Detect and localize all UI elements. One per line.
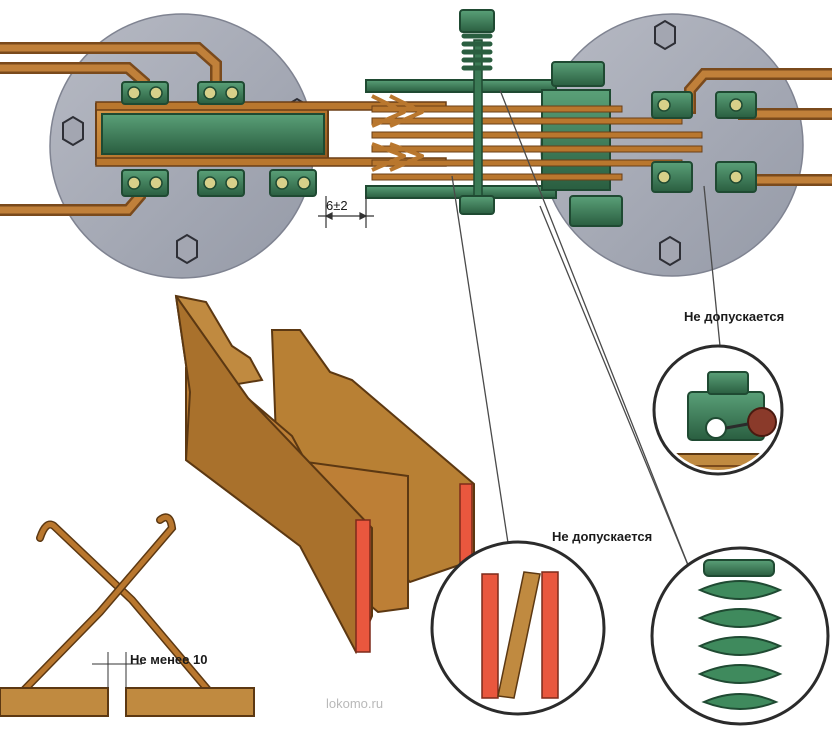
central-bridge-frame	[365, 79, 703, 199]
detail-plates-not-allowed	[430, 540, 606, 716]
detail-clamp-not-allowed	[652, 344, 784, 476]
contact-fingers	[371, 94, 424, 172]
left-clamps	[121, 81, 317, 197]
detail-spring-not-allowed	[650, 546, 830, 726]
hex-bolt-head	[659, 235, 681, 267]
spring-stud	[459, 9, 495, 215]
hex-bolt-head	[62, 115, 84, 147]
not-allowed-clamp-label: Не допускается	[684, 309, 785, 324]
min-distance-label: Не менее 10	[130, 652, 208, 667]
right-contact-holder	[551, 61, 757, 227]
not-allowed-plates-label: Не допускается	[552, 529, 653, 544]
gap-dimension-label: 6±2	[326, 198, 348, 213]
hex-bolt-head	[654, 19, 676, 51]
contact-plates-3d-view	[174, 294, 475, 655]
finger-contact-detail	[0, 513, 255, 717]
hex-bolt-head	[176, 233, 198, 265]
callout-leader-lines	[451, 89, 721, 571]
watermark: lokomo.ru	[326, 696, 384, 711]
gap-dimension-marker	[318, 196, 374, 228]
